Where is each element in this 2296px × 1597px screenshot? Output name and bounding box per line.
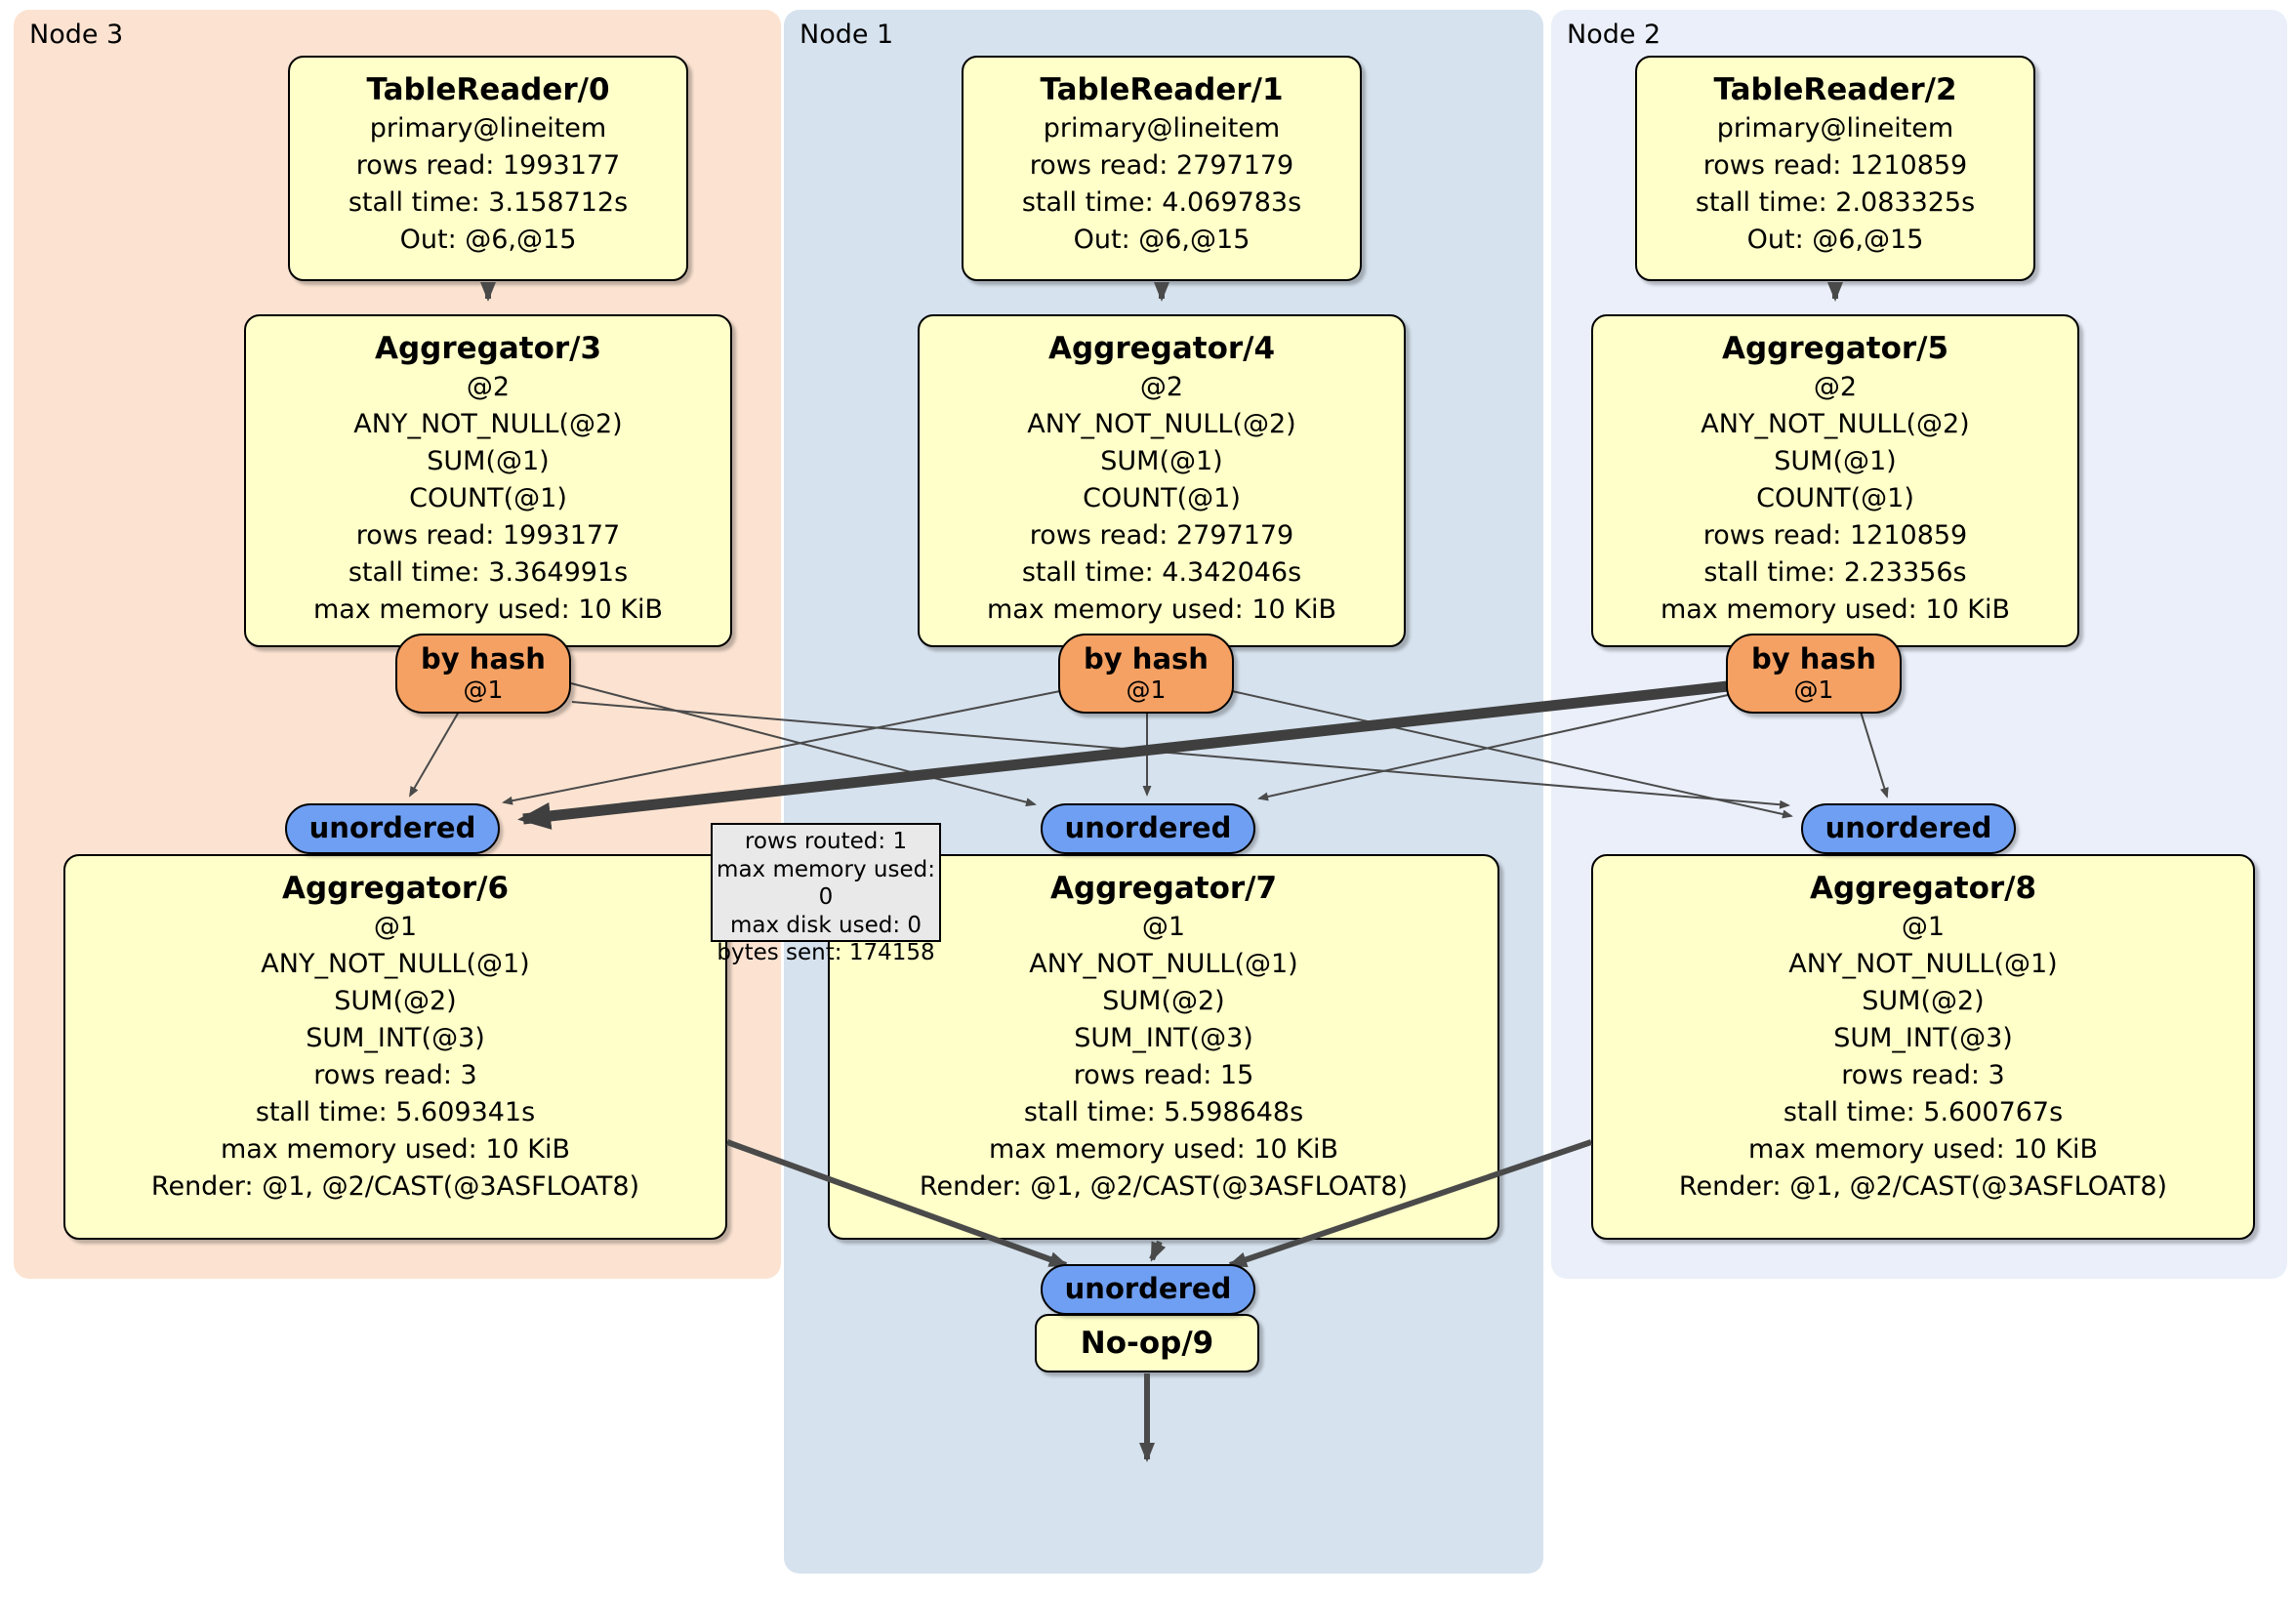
processor-aggregator-6[interactable]: Aggregator/6 @1 ANY_NOT_NULL(@1) SUM(@2)…: [63, 854, 727, 1240]
processor-detail: COUNT(@1): [1756, 483, 1914, 513]
processor-detail: SUM(@2): [334, 986, 457, 1016]
processor-aggregator-4[interactable]: Aggregator/4 @2 ANY_NOT_NULL(@2) SUM(@1)…: [918, 314, 1406, 647]
stream-unordered-final[interactable]: unordered: [1041, 1264, 1255, 1315]
processor-detail: rows read: 1210859: [1702, 150, 1968, 181]
region-node3-label: Node 3: [29, 20, 124, 50]
processor-detail: primary@lineitem: [1716, 113, 1954, 143]
tooltip-line: bytes sent: 174158: [717, 940, 935, 965]
processor-detail: stall time: 3.158712s: [348, 187, 629, 218]
processor-detail: Out: @6,@15: [399, 225, 577, 255]
processor-detail: max memory used: 10 KiB: [986, 594, 1337, 625]
processor-detail: SUM(@2): [1102, 986, 1225, 1016]
processor-detail: @2: [1813, 372, 1858, 402]
processor-detail: primary@lineitem: [1043, 113, 1281, 143]
processor-detail: stall time: 2.23356s: [1703, 557, 1967, 588]
processor-title: Aggregator/8: [1809, 871, 2037, 906]
processor-title: TableReader/1: [1040, 72, 1284, 107]
processor-tablereader-1[interactable]: TableReader/1 primary@lineitem rows read…: [962, 56, 1362, 281]
processor-detail: SUM_INT(@3): [1074, 1023, 1253, 1053]
processor-aggregator-8[interactable]: Aggregator/8 @1 ANY_NOT_NULL(@1) SUM(@2)…: [1591, 854, 2255, 1240]
processor-detail: ANY_NOT_NULL(@1): [1029, 949, 1298, 979]
processor-detail: max memory used: 10 KiB: [988, 1134, 1339, 1165]
processor-title: Aggregator/3: [374, 331, 602, 366]
processor-detail: COUNT(@1): [1083, 483, 1241, 513]
processor-detail: @1: [1901, 912, 1946, 942]
processor-detail: rows read: 3: [313, 1060, 477, 1090]
processor-detail: max memory used: 10 KiB: [312, 594, 664, 625]
processor-tablereader-2[interactable]: TableReader/2 primary@lineitem rows read…: [1635, 56, 2035, 281]
processor-detail: Render: @1, @2/CAST(@3ASFLOAT8): [1678, 1171, 2168, 1202]
processor-detail: stall time: 4.069783s: [1021, 187, 1302, 218]
tooltip-line: max disk used: 0: [729, 912, 922, 938]
processor-detail: @1: [1141, 912, 1186, 942]
processor-detail: stall time: 2.083325s: [1695, 187, 1976, 218]
processor-tablereader-0[interactable]: TableReader/0 primary@lineitem rows read…: [288, 56, 688, 281]
processor-title: TableReader/2: [1713, 72, 1957, 107]
processor-detail: Out: @6,@15: [1746, 225, 1924, 255]
processor-detail: stall time: 3.364991s: [348, 557, 629, 588]
processor-detail: Out: @6,@15: [1073, 225, 1250, 255]
processor-detail: ANY_NOT_NULL(@1): [261, 949, 530, 979]
router-label: by hash: [1084, 642, 1209, 676]
processor-detail: SUM(@1): [1774, 446, 1897, 476]
router-by-hash-node2[interactable]: by hash @1: [1726, 634, 1902, 714]
router-columns: @1: [1793, 676, 1834, 704]
processor-title: Aggregator/6: [281, 871, 510, 906]
stream-unordered-node2[interactable]: unordered: [1801, 803, 2016, 854]
region-node1-label: Node 1: [800, 20, 894, 50]
region-node2-label: Node 2: [1567, 20, 1661, 50]
processor-title: TableReader/0: [366, 72, 610, 107]
processor-detail: SUM(@2): [1862, 986, 1985, 1016]
router-columns: @1: [463, 676, 504, 704]
processor-detail: rows read: 15: [1073, 1060, 1254, 1090]
processor-detail: @1: [373, 912, 418, 942]
processor-detail: ANY_NOT_NULL(@2): [1701, 409, 1970, 439]
processor-detail: primary@lineitem: [369, 113, 607, 143]
processor-detail: Render: @1, @2/CAST(@3ASFLOAT8): [150, 1171, 640, 1202]
stream-unordered-node1[interactable]: unordered: [1041, 803, 1255, 854]
processor-aggregator-5[interactable]: Aggregator/5 @2 ANY_NOT_NULL(@2) SUM(@1)…: [1591, 314, 2079, 647]
processor-detail: SUM_INT(@3): [306, 1023, 485, 1053]
router-by-hash-node1[interactable]: by hash @1: [1058, 634, 1234, 714]
processor-detail: stall time: 5.598648s: [1023, 1097, 1304, 1127]
router-columns: @1: [1126, 676, 1167, 704]
router-by-hash-node3[interactable]: by hash @1: [395, 634, 571, 714]
processor-detail: max memory used: 10 KiB: [1660, 594, 2011, 625]
router-label: by hash: [421, 642, 546, 676]
processor-detail: stall time: 5.600767s: [1783, 1097, 2064, 1127]
processor-detail: SUM_INT(@3): [1833, 1023, 2013, 1053]
processor-detail: ANY_NOT_NULL(@2): [1027, 409, 1296, 439]
stream-unordered-node3[interactable]: unordered: [285, 803, 500, 854]
processor-title: Aggregator/7: [1049, 871, 1278, 906]
processor-title: Aggregator/5: [1721, 331, 1949, 366]
processor-detail: rows read: 2797179: [1029, 520, 1294, 551]
processor-detail: ANY_NOT_NULL(@1): [1788, 949, 2058, 979]
processor-detail: rows read: 2797179: [1029, 150, 1294, 181]
processor-detail: @2: [466, 372, 511, 402]
tooltip-line: max memory used: 0: [717, 856, 935, 911]
stream-stats-tooltip: rows routed: 1 max memory used: 0 max di…: [711, 823, 941, 965]
processor-title: Aggregator/4: [1047, 331, 1276, 366]
processor-detail: rows read: 1210859: [1702, 520, 1968, 551]
processor-detail: SUM(@1): [427, 446, 550, 476]
processor-detail: max memory used: 10 KiB: [220, 1134, 571, 1165]
processor-detail: Render: @1, @2/CAST(@3ASFLOAT8): [919, 1171, 1409, 1202]
processor-aggregator-3[interactable]: Aggregator/3 @2 ANY_NOT_NULL(@2) SUM(@1)…: [244, 314, 732, 647]
processor-detail: SUM(@1): [1100, 446, 1223, 476]
processor-detail: @2: [1139, 372, 1184, 402]
processor-detail: stall time: 4.342046s: [1021, 557, 1302, 588]
processor-detail: ANY_NOT_NULL(@2): [353, 409, 623, 439]
processor-detail: COUNT(@1): [409, 483, 567, 513]
router-label: by hash: [1751, 642, 1876, 676]
processor-detail: rows read: 3: [1841, 1060, 2005, 1090]
tooltip-line: rows routed: 1: [744, 829, 908, 854]
processor-detail: rows read: 1993177: [355, 520, 621, 551]
processor-detail: rows read: 1993177: [355, 150, 621, 181]
processor-title: No-op/9: [1080, 1326, 1214, 1361]
processor-detail: max memory used: 10 KiB: [1747, 1134, 2099, 1165]
processor-noop-9[interactable]: No-op/9: [1035, 1314, 1259, 1372]
processor-detail: stall time: 5.609341s: [255, 1097, 536, 1127]
